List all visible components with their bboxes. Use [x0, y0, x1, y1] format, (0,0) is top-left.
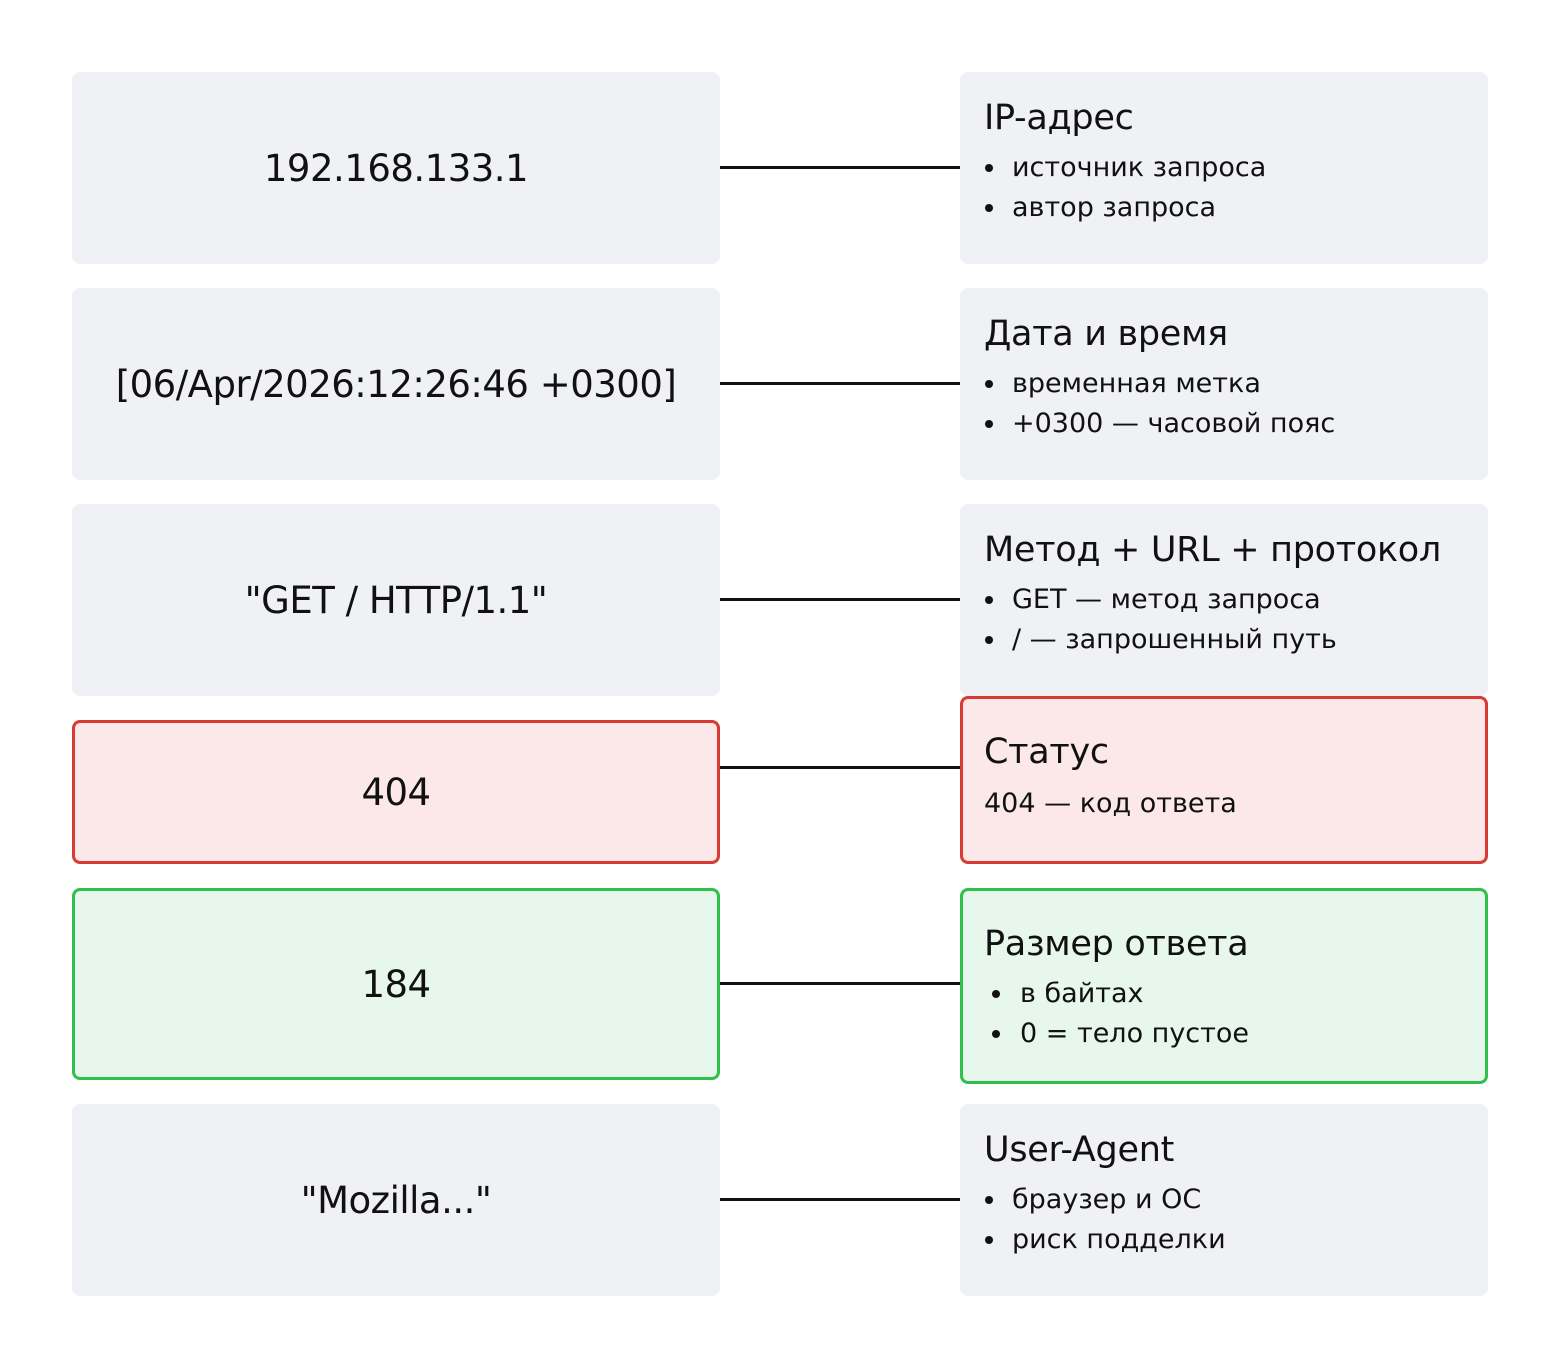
list-item: / — запрошенный путь	[984, 620, 1488, 660]
log-field-value: 192.168.133.1	[263, 146, 529, 190]
log-field-value: "GET / HTTP/1.1"	[244, 578, 548, 622]
description-title: Размер ответа	[984, 924, 1249, 964]
connector-line	[720, 766, 960, 769]
bullet-icon	[985, 1196, 993, 1204]
description-ip: IP-адрес источник запроса автор запроса	[960, 72, 1488, 264]
description-user-agent: User-Agent браузер и ОС риск подделки	[960, 1104, 1488, 1296]
description-title: IP-адрес	[984, 98, 1134, 138]
connector-line	[720, 382, 960, 385]
bullet-icon	[985, 204, 993, 212]
bullet-icon	[985, 420, 993, 428]
description-list: временная метка +0300 — часовой пояс	[984, 364, 1488, 444]
bullet-icon	[985, 1236, 993, 1244]
log-field-value: [06/Apr/2026:12:26:46 +0300]	[115, 362, 677, 406]
description-size: Размер ответа в байтах 0 = тело пустое	[960, 888, 1488, 1084]
list-item: браузер и ОС	[984, 1180, 1488, 1220]
log-field-value: 404	[361, 770, 431, 814]
description-list: браузер и ОС риск подделки	[984, 1180, 1488, 1260]
log-field-size: 184	[72, 888, 720, 1080]
list-item: автор запроса	[984, 188, 1488, 228]
log-field-request: "GET / HTTP/1.1"	[72, 504, 720, 696]
description-title: Метод + URL + протокол	[984, 530, 1441, 570]
description-datetime: Дата и время временная метка +0300 — час…	[960, 288, 1488, 480]
log-field-value: "Mozilla..."	[300, 1178, 492, 1222]
list-item: риск подделки	[984, 1220, 1488, 1260]
bullet-icon	[992, 1030, 1000, 1038]
log-field-value: 184	[361, 962, 431, 1006]
bullet-icon	[985, 164, 993, 172]
log-field-datetime: [06/Apr/2026:12:26:46 +0300]	[72, 288, 720, 480]
bullet-icon	[992, 990, 1000, 998]
description-title: Дата и время	[984, 314, 1228, 354]
connector-line	[720, 598, 960, 601]
list-item: временная метка	[984, 364, 1488, 404]
bullet-icon	[985, 380, 993, 388]
connector-line	[720, 1198, 960, 1201]
description-text: 404 — код ответа	[984, 788, 1237, 819]
list-item: источник запроса	[984, 148, 1488, 188]
description-status: Статус 404 — код ответа	[960, 696, 1488, 864]
log-field-status: 404	[72, 720, 720, 864]
bullet-icon	[985, 636, 993, 644]
description-request: Метод + URL + протокол GET — метод запро…	[960, 504, 1488, 696]
description-list: GET — метод запроса / — запрошенный путь	[984, 580, 1488, 660]
bullet-icon	[985, 596, 993, 604]
description-title: Статус	[984, 732, 1109, 772]
description-title: User-Agent	[984, 1130, 1174, 1170]
description-list: в байтах 0 = тело пустое	[984, 974, 1485, 1054]
list-item: 0 = тело пустое	[984, 1014, 1485, 1054]
list-item: GET — метод запроса	[984, 580, 1488, 620]
log-field-ip: 192.168.133.1	[72, 72, 720, 264]
description-list: источник запроса автор запроса	[984, 148, 1488, 228]
list-item: в байтах	[984, 974, 1485, 1014]
log-field-user-agent: "Mozilla..."	[72, 1104, 720, 1296]
connector-line	[720, 166, 960, 169]
connector-line	[720, 982, 960, 985]
list-item: +0300 — часовой пояс	[984, 404, 1488, 444]
